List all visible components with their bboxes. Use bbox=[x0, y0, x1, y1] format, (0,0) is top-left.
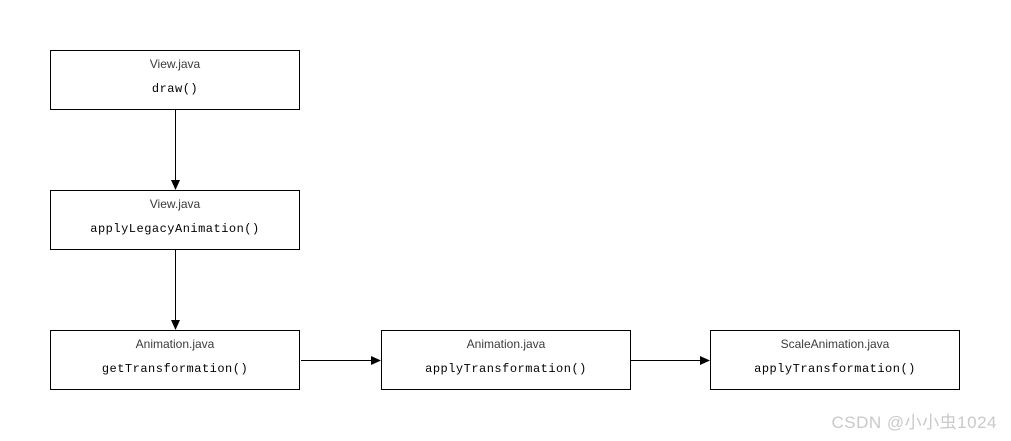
node-animation-applytransformation: Animation.java applyTransformation() bbox=[381, 330, 631, 390]
node-method-label: applyTransformation() bbox=[425, 362, 587, 376]
csdn-watermark: CSDN @小小虫1024 bbox=[831, 413, 997, 432]
node-method-label: draw() bbox=[151, 82, 199, 96]
node-animation-gettransformation: Animation.java getTransformation() bbox=[50, 330, 300, 390]
arrow-gettransformation-to-applytransformation bbox=[301, 356, 381, 365]
node-file-label: Animation.java bbox=[466, 337, 546, 351]
node-method-label: getTransformation() bbox=[101, 362, 249, 376]
arrow-draw-to-applylegacyanimation bbox=[171, 110, 180, 190]
node-view-applylegacyanimation: View.java applyLegacyAnimation() bbox=[50, 190, 300, 250]
arrow-applytransformation-to-scale-applytransformation bbox=[631, 356, 710, 365]
node-scaleanimation-applytransformation: ScaleAnimation.java applyTransformation(… bbox=[710, 330, 960, 390]
node-file-label: View.java bbox=[149, 197, 201, 211]
node-file-label: Animation.java bbox=[135, 337, 215, 351]
arrow-applylegacyanimation-to-gettransformation bbox=[171, 250, 180, 330]
node-method-label: applyLegacyAnimation() bbox=[90, 222, 260, 236]
node-method-label: applyTransformation() bbox=[754, 362, 916, 376]
node-file-label: ScaleAnimation.java bbox=[780, 337, 890, 351]
node-view-draw: View.java draw() bbox=[50, 50, 300, 110]
node-file-label: View.java bbox=[149, 57, 201, 71]
